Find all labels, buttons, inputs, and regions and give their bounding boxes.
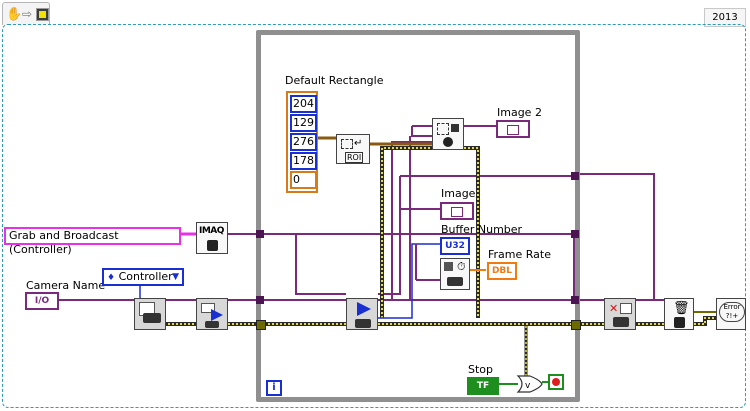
- close-icon: ✕: [609, 302, 619, 315]
- open-camera-vi[interactable]: [134, 298, 166, 330]
- chevron-down-icon[interactable]: ▼: [172, 272, 179, 282]
- hand-icon[interactable]: ✋: [6, 7, 23, 22]
- session-tunnel[interactable]: [256, 296, 264, 304]
- enum-increment-icon[interactable]: ♦: [107, 273, 116, 283]
- default-rectangle-label: Default Rectangle: [285, 74, 384, 87]
- timer-icon: ⏱: [457, 260, 466, 273]
- error-out-tunnel[interactable]: [571, 320, 581, 330]
- while-loop: [256, 30, 580, 402]
- image-display-icon: [507, 125, 519, 135]
- camera-body-icon: [447, 277, 463, 286]
- image-label: Image: [441, 187, 476, 200]
- image2-label: Image 2: [497, 106, 542, 119]
- loop-condition-terminal[interactable]: [548, 374, 564, 390]
- camera-icon: [620, 303, 632, 314]
- camera-name-label: Camera Name: [26, 279, 106, 292]
- selection-icon: [437, 123, 449, 135]
- camera-body-icon: [613, 317, 629, 327]
- svg-text:v: v: [525, 381, 531, 391]
- configure-grab-vi[interactable]: [196, 298, 228, 330]
- camera-name-control[interactable]: I/O: [25, 292, 59, 310]
- buffer-number-indicator[interactable]: U32: [440, 237, 470, 255]
- run-highlight-icon[interactable]: [36, 8, 49, 21]
- rect-top-value[interactable]: 129: [290, 114, 317, 132]
- error-bubble-icon: Error?!+: [719, 302, 745, 322]
- extract-image-vi[interactable]: [432, 118, 464, 150]
- arrow-right-icon[interactable]: ⇨: [22, 7, 33, 21]
- arrow-icon: ↵: [354, 138, 363, 149]
- imaq-create-vi[interactable]: IMAQ: [196, 222, 228, 254]
- image2-indicator[interactable]: [496, 120, 530, 138]
- stop-sign-icon: [552, 378, 560, 386]
- camera-body-icon: [205, 321, 219, 328]
- rectangle-to-roi-vi[interactable]: ↵ ROI: [336, 134, 370, 164]
- refnum-icon: [207, 240, 218, 251]
- image-indicator[interactable]: [440, 202, 474, 220]
- u32-tag: U32: [445, 241, 465, 251]
- imaq-out-tunnel[interactable]: [571, 230, 579, 238]
- version-badge: 2013: [704, 8, 746, 27]
- rectangle-icon: [341, 139, 353, 149]
- imaq-text: IMAQ: [199, 226, 224, 236]
- buffer-number-label: Buffer Number: [441, 223, 523, 236]
- rect-bottom-value[interactable]: 178: [290, 152, 317, 170]
- grab-broadcast-constant[interactable]: Grab and Broadcast (Controller): [4, 227, 181, 256]
- image-tunnel[interactable]: [571, 172, 579, 180]
- rect-right-value[interactable]: 276: [290, 133, 317, 151]
- image-display-icon: [451, 207, 463, 217]
- block-diagram-frame: [2, 24, 746, 408]
- roi-text: ROI: [345, 152, 364, 163]
- controller-value: Controller: [118, 270, 173, 283]
- dbl-tag: DBL: [491, 266, 513, 276]
- session-out-tunnel[interactable]: [571, 296, 579, 304]
- trash-icon: 🗑: [673, 301, 690, 316]
- imaq-tunnel[interactable]: [256, 230, 264, 238]
- controller-enum[interactable]: ♦ Controller ▼: [102, 268, 184, 286]
- error-handler-vi[interactable]: Error?!+: [716, 298, 746, 330]
- close-camera-vi[interactable]: ✕: [604, 298, 636, 330]
- diagram-toolbar: ✋ ⇨: [2, 2, 50, 25]
- play-icon: [357, 302, 371, 316]
- or-gate-icon[interactable]: v: [516, 374, 544, 394]
- play-icon: [211, 309, 223, 321]
- rect-left-value[interactable]: 204: [290, 95, 317, 113]
- default-rectangle-cluster[interactable]: 204 129 276 178 0: [286, 91, 318, 193]
- loop-iteration-terminal[interactable]: i: [266, 380, 282, 396]
- image-icon: [451, 124, 459, 132]
- frame-rate-vi[interactable]: ⏱: [440, 258, 470, 290]
- stop-label: Stop: [468, 363, 494, 376]
- rect-rotation-value[interactable]: 0: [290, 171, 317, 189]
- frame-rate-label: Frame Rate: [488, 248, 551, 261]
- buffer-number-wire: [378, 243, 440, 319]
- camera-body-icon: [143, 313, 161, 323]
- tf-tag: TF: [476, 381, 490, 391]
- dispose-image-vi[interactable]: 🗑: [664, 298, 694, 330]
- frame-rate-indicator[interactable]: DBL: [487, 262, 517, 280]
- config-icon: [201, 303, 215, 313]
- error-tunnel[interactable]: [256, 320, 266, 330]
- camera-body-icon: [355, 319, 371, 328]
- gear-icon: [443, 137, 453, 147]
- io-tag: I/O: [34, 296, 50, 306]
- stop-control[interactable]: TF: [467, 377, 499, 395]
- refnum-icon: [674, 317, 685, 328]
- image-icon: [444, 262, 453, 271]
- grab-vi[interactable]: [346, 298, 378, 330]
